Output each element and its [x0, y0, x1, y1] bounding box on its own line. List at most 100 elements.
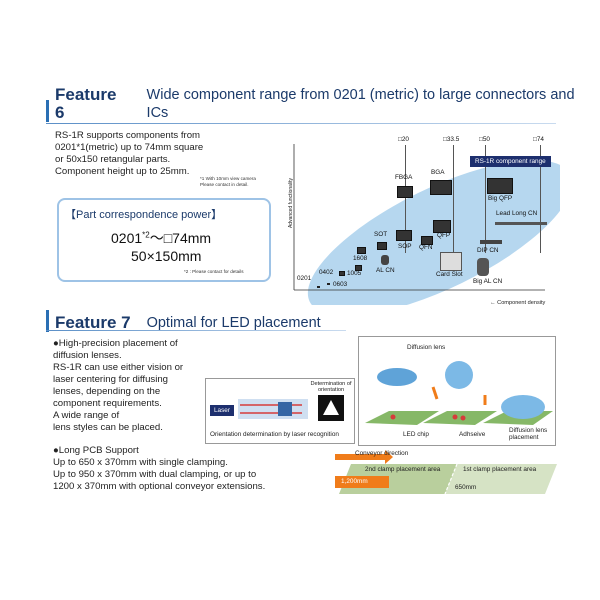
- orientation-triangle-icon: [323, 400, 339, 415]
- bullet2-line: Up to 950 x 370mm with dual clamping, or…: [53, 469, 257, 480]
- feature6-title: Feature 6: [55, 85, 117, 122]
- bullet1-line: component requirements.: [53, 398, 162, 409]
- fbga-label: FBGA: [395, 174, 413, 181]
- lead-long-cn-bar: [495, 222, 547, 225]
- qfn-chip: [421, 236, 433, 245]
- range-start: 0201: [111, 230, 143, 246]
- feature7-title: Feature 7: [55, 313, 131, 332]
- feature7-bullet1: ●High-precision placement of diffusion l…: [53, 338, 213, 434]
- laser-label: Laser: [210, 405, 234, 416]
- range-badge: RS-1R component range: [470, 156, 551, 167]
- 0402-chip: [339, 271, 345, 276]
- feature7-heading: Feature 7 Optimal for LED placement: [46, 310, 321, 332]
- column-label: □33.5: [443, 136, 460, 143]
- 0201-chip: [317, 286, 320, 288]
- range-superscript: *2: [142, 230, 150, 240]
- placement-label: Diffusion lens placement: [509, 427, 548, 441]
- pcb-board: [365, 411, 439, 425]
- range-end: ～□74mm: [149, 230, 212, 246]
- bullet1-line: A wide range of: [53, 410, 120, 421]
- lead-long-cn-label: Lead Long CN: [496, 210, 538, 217]
- bullet1-line: lenses, depending on the: [53, 386, 161, 397]
- big-qfp-label: Big QFP: [488, 195, 513, 202]
- bullet1-line: RS-1R can use either vision or: [53, 362, 184, 373]
- column-label: □50: [479, 136, 490, 143]
- led-chip-label: LED chip: [403, 431, 429, 438]
- laser-beam-area: [238, 399, 308, 419]
- conveyor-graphic: [335, 450, 557, 495]
- feature6-subtitle: Wide component range from 0201 (metric) …: [146, 87, 575, 121]
- led-placement-graphic: [365, 361, 553, 425]
- 1005-label: 1005: [347, 270, 362, 277]
- x-axis-arrow: ←: [490, 300, 498, 306]
- column-line: [453, 145, 454, 253]
- first-clamp-label: 1st clamp placement area: [463, 466, 537, 473]
- bga-chip: [430, 180, 452, 195]
- qfp-label: QFP: [437, 232, 451, 239]
- qfn-label: QFN: [419, 244, 433, 251]
- 1608-label: 1608: [353, 255, 368, 262]
- bullet1-line: lens styles can be placed.: [53, 422, 163, 433]
- desc-line: Component height up to 25mm.: [55, 166, 190, 177]
- big-al-cn-part: [477, 258, 489, 276]
- feature6-rule: [46, 123, 556, 124]
- part-power-note: *2 : Please contact for details: [184, 269, 244, 274]
- 0603-chip: [327, 283, 330, 285]
- column-line: [405, 145, 406, 253]
- desc-line: or 50x150 retangular parts.: [55, 154, 171, 165]
- lens-dome: [501, 395, 545, 419]
- lens-shadow: [278, 402, 292, 416]
- part-power-box: 【Part correspondence power】 0201*2～□74mm…: [57, 198, 271, 282]
- heading-accent-bar: [46, 310, 49, 332]
- bullet1-line: ●High-precision placement of: [53, 338, 178, 349]
- y-axis-label: Advanced functionality: [288, 177, 295, 229]
- adhesive-label: Adhseive: [459, 431, 486, 438]
- bullet2-line: Up to 650 x 370mm with single clamping.: [53, 457, 228, 468]
- 1608-chip: [357, 247, 366, 254]
- pcb-board: [423, 411, 497, 425]
- sop-chip: [396, 230, 412, 241]
- dip-cn-bar: [480, 240, 502, 244]
- conveyor-direction-label: Conveyor direction: [355, 450, 409, 457]
- qfp-chip: [433, 220, 451, 233]
- led-placement-panel: Diffusion lens LED chip Adhseive Diffusi…: [358, 336, 556, 446]
- clamp-divider: [444, 463, 458, 495]
- part-power-rect: 50×150mm: [131, 248, 202, 264]
- desc-line: 0201*1(metric) up to 74mm square: [55, 142, 204, 153]
- 0201-label: 0201: [297, 275, 312, 282]
- feature7-subtitle: Optimal for LED placement: [146, 315, 321, 331]
- second-clamp-label: 2nd clamp placement area: [365, 466, 441, 473]
- x-axis-text: Component density: [497, 300, 546, 306]
- led-chip-dot: [390, 414, 396, 420]
- card-slot-part: [440, 252, 462, 271]
- sop-label: SOP: [398, 243, 412, 250]
- 1005-chip: [355, 265, 362, 271]
- part-power-heading: 【Part correspondence power】: [65, 209, 223, 221]
- diffusion-lens-label: Diffusion lens: [407, 344, 446, 351]
- bullet2-line: ●Long PCB Support: [53, 445, 139, 456]
- footnote-line: Please contact in detail.: [200, 182, 249, 187]
- laser-orientation-box: Laser Determination of orientation Orien…: [205, 378, 355, 444]
- sot-label: SOT: [374, 231, 388, 238]
- conveyor-diagram: Conveyor direction 2nd clamp placement a…: [335, 448, 575, 498]
- fbga-chip: [397, 186, 413, 198]
- movement-arrow: [431, 386, 439, 400]
- 0603-label: 0603: [333, 281, 348, 288]
- al-cn-part: [381, 255, 389, 265]
- big-al-cn-label: Big AL CN: [473, 278, 503, 285]
- part-power-range: 0201*2～□74mm: [111, 228, 211, 248]
- first-clamp-area: [445, 464, 557, 494]
- laser-beams-graphic: [238, 399, 308, 419]
- laser-caption: Orientation determination by laser recog…: [210, 431, 339, 438]
- range-ellipse: [307, 160, 560, 305]
- desc-line: RS-1R supports components from: [55, 130, 201, 141]
- x-axis-label: ← Component density: [490, 300, 545, 306]
- feature7-rule: [46, 330, 346, 331]
- heading-accent-bar: [46, 100, 49, 122]
- bullet2-line: 1200 x 370mm with optional conveyor exte…: [53, 481, 266, 492]
- lens-dome: [445, 361, 473, 389]
- feature7-bullet2: ●Long PCB Support Up to 650 x 370mm with…: [53, 445, 293, 493]
- card-slot-label: Card Slot: [436, 271, 463, 278]
- feature6-heading: Feature 6 Wide component range from 0201…: [46, 86, 600, 122]
- footnote-line: *1 With 10mm view camera: [200, 176, 256, 181]
